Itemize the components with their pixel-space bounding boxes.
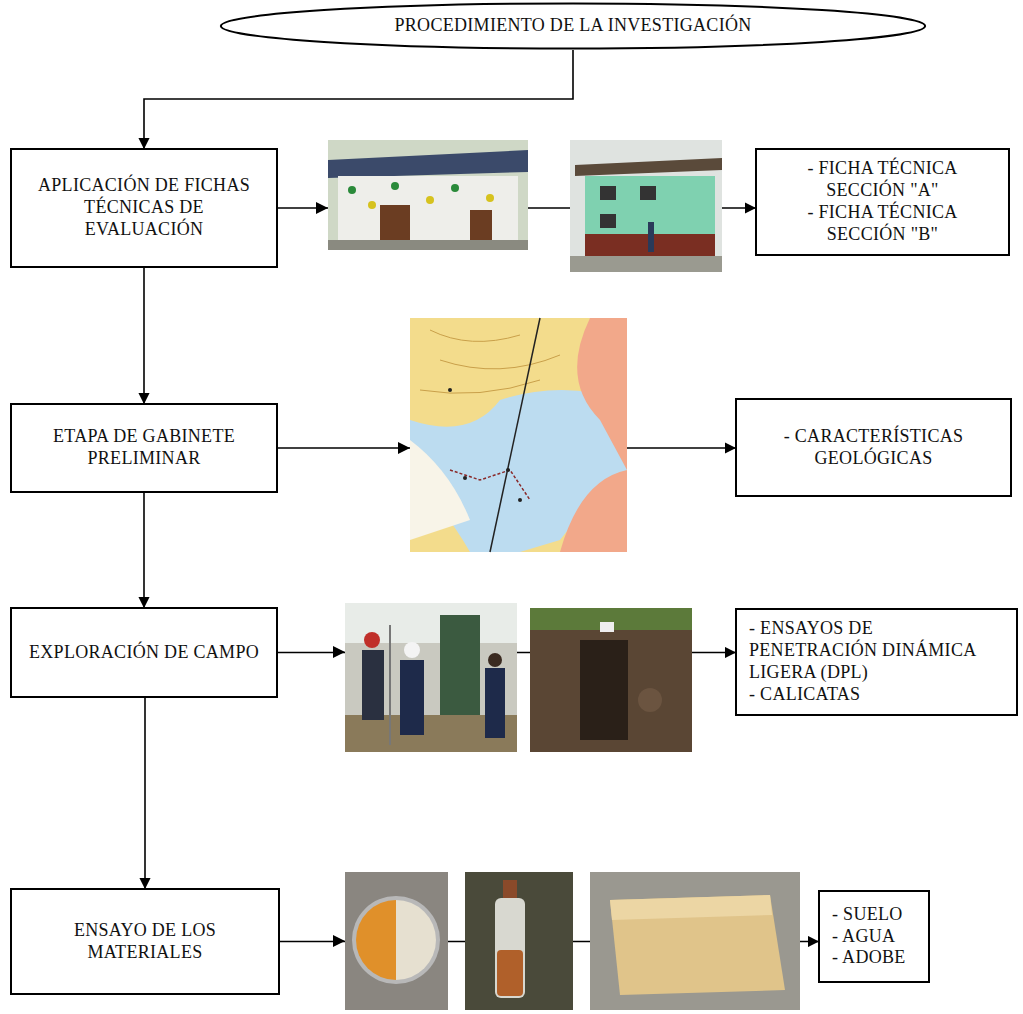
geological-map — [410, 318, 627, 552]
adobe-block-photo — [590, 872, 800, 1010]
soil-sample-photo — [345, 872, 448, 1010]
process-box: EXPLORACIÓN DE CAMPO — [10, 607, 278, 698]
arrowheads — [316, 202, 410, 947]
box-text: EXPLORACIÓN DE CAMPO — [24, 642, 264, 664]
box-text: - CALICATAS — [749, 684, 1004, 706]
process-box: APLICACIÓN DE FICHAS TÉCNICAS DE EVALUAC… — [10, 148, 278, 268]
box-text: - AGUA — [832, 926, 916, 948]
flow-arrow — [143, 268, 145, 403]
process-box: - ENSAYOS DE PENETRACIÓN DINÁMICA LIGERA… — [735, 608, 1018, 716]
box-text: - ENSAYOS DE PENETRACIÓN DINÁMICA LIGERA… — [749, 618, 1004, 684]
building-photo — [328, 140, 528, 250]
photographs — [316, 140, 800, 1010]
box-text: - FICHA TÉCNICA SECCIÓN "A" — [783, 158, 982, 202]
box-text: - FICHA TÉCNICA SECCIÓN "B" — [783, 202, 982, 246]
test-pit-photo — [530, 608, 692, 752]
box-text: ENSAYO DE LOS MATERIALES — [24, 920, 266, 964]
box-text: - CARACTERÍSTICAS GEOLÓGICAS — [749, 426, 998, 470]
process-box: ENSAYO DE LOS MATERIALES — [10, 888, 280, 995]
box-text: PROCEDIMIENTO DE LA INVESTIGACIÓN — [258, 15, 888, 37]
water-sample-photo — [465, 872, 573, 1010]
field-test-photo — [345, 603, 517, 752]
process-box: - FICHA TÉCNICA SECCIÓN "A"- FICHA TÉCNI… — [755, 148, 1010, 256]
box-text: ETAPA DE GABINETE PRELIMINAR — [24, 426, 264, 470]
process-box: - SUELO- AGUA- ADOBE — [818, 890, 930, 983]
process-box: - CARACTERÍSTICAS GEOLÓGICAS — [735, 398, 1012, 497]
house-photo — [570, 140, 722, 272]
flow-arrow — [144, 50, 573, 148]
box-text: - ADOBE — [832, 947, 916, 969]
flow-arrow — [144, 698, 146, 888]
box-text: - SUELO — [832, 904, 916, 926]
process-box: ETAPA DE GABINETE PRELIMINAR — [10, 403, 278, 493]
box-text: APLICACIÓN DE FICHAS TÉCNICAS DE EVALUAC… — [24, 175, 264, 241]
flow-arrow — [143, 493, 145, 607]
title-ellipse: PROCEDIMIENTO DE LA INVESTIGACIÓN — [218, 2, 928, 50]
